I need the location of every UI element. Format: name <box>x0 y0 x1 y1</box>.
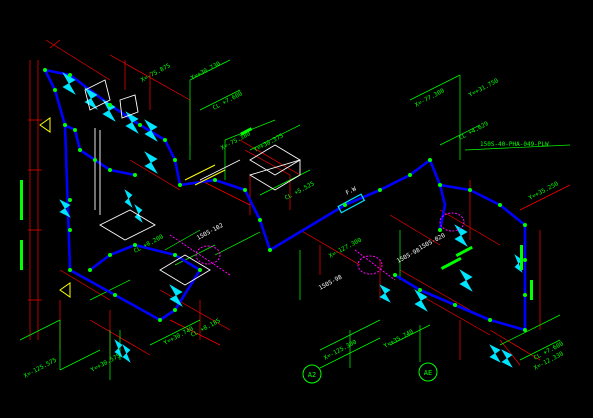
coordinate-label: Y=+31.750 <box>468 77 500 99</box>
fittings <box>59 72 523 368</box>
node-point <box>438 228 442 232</box>
coordinate-label: X=-75.380 <box>220 130 252 152</box>
grid-marker-label: AE <box>424 369 432 377</box>
node-point <box>88 268 92 272</box>
valve-icon <box>114 339 123 358</box>
flow-element-icon <box>337 193 366 214</box>
node-point <box>173 253 177 257</box>
node-point <box>113 293 117 297</box>
node-point <box>523 293 527 297</box>
tag-label: 150S-98 <box>318 274 344 292</box>
node-point <box>343 203 347 207</box>
valve-icon <box>454 224 468 247</box>
node-point <box>178 183 182 187</box>
node-point <box>158 318 162 322</box>
node-point <box>488 318 492 322</box>
node-point <box>523 223 527 227</box>
node-point <box>53 88 57 92</box>
valve-icon <box>489 344 501 363</box>
highlight-markers <box>169 212 465 281</box>
valve-icon <box>414 289 428 312</box>
coordinate-label: X=-125.300 <box>323 338 359 361</box>
node-point <box>108 253 112 257</box>
elevation-label: CL +7.600 <box>212 90 244 112</box>
pipe-right-branch <box>438 184 447 231</box>
node-point <box>173 308 177 312</box>
node-point <box>68 228 72 232</box>
coordinate-label: X=-125.575 <box>23 356 59 379</box>
node-point <box>108 103 112 107</box>
line-number-label: 150S-40-PHA-049-PLW <box>480 141 549 148</box>
valve-icon <box>459 269 473 292</box>
valve-icon <box>124 189 133 208</box>
valve-icon <box>62 72 76 95</box>
pipe-right-run <box>428 159 527 330</box>
coordinate-label: Y=+30.375 <box>253 132 285 154</box>
annotation-ticks <box>20 127 533 300</box>
valve-icon <box>134 204 143 223</box>
valve-icon <box>59 199 71 218</box>
valve-icon <box>144 151 158 174</box>
valve-icon <box>501 349 513 368</box>
elevation-label: CL +4.629 <box>458 120 490 142</box>
node-point <box>378 188 382 192</box>
node-point <box>63 123 67 127</box>
node-point <box>198 268 202 272</box>
grid-marker-ae: AE <box>418 362 438 382</box>
pipe-left-loop <box>43 69 202 322</box>
node-point <box>258 218 262 222</box>
node-point <box>133 243 137 247</box>
node-point <box>428 158 432 162</box>
node-point <box>523 328 527 332</box>
valve-icon <box>125 111 139 134</box>
node-point <box>68 73 72 77</box>
node-point <box>523 258 527 262</box>
tag-label: 150S-102 <box>196 222 225 242</box>
grid-marker-a2: A2 <box>302 364 322 384</box>
grid-marker-label: A2 <box>308 371 316 379</box>
node-point <box>393 273 397 277</box>
coordinate-label: Y=+30.730 <box>190 60 222 82</box>
node-point <box>243 188 247 192</box>
node-point <box>43 68 47 72</box>
node-point <box>268 248 272 252</box>
node-point <box>68 198 72 202</box>
supports <box>39 117 226 298</box>
tag-label: 150S-020 <box>418 232 447 252</box>
node-point <box>133 173 137 177</box>
node-point <box>78 148 82 152</box>
node-point <box>93 158 97 162</box>
node-point <box>68 268 72 272</box>
coordinate-label: Y=+35.250 <box>528 180 560 202</box>
leader-lines <box>19 59 571 380</box>
node-points <box>43 68 527 332</box>
node-point <box>453 303 457 307</box>
tag-label: 150S-98 <box>396 247 422 265</box>
node-point <box>408 173 412 177</box>
elevation-label: CL +8.185 <box>190 317 222 339</box>
valve-icon <box>379 284 391 303</box>
node-point <box>498 203 502 207</box>
node-point <box>73 128 77 132</box>
coordinate-label: Y=+35.740 <box>383 328 415 350</box>
node-point <box>108 168 112 172</box>
node-point <box>138 123 142 127</box>
valve-icon <box>122 344 131 363</box>
coordinate-label: Y=+30.575 <box>90 352 122 374</box>
node-point <box>213 178 217 182</box>
equipment-outlines <box>84 79 301 286</box>
node-point <box>468 188 472 192</box>
valve-icon <box>169 284 183 307</box>
node-point <box>418 288 422 292</box>
valve-icon <box>144 119 158 142</box>
node-point <box>163 138 167 142</box>
elevation-label: CL +5.525 <box>284 180 316 202</box>
node-point <box>173 158 177 162</box>
tag-label: F.W <box>345 185 358 196</box>
node-point <box>438 183 442 187</box>
